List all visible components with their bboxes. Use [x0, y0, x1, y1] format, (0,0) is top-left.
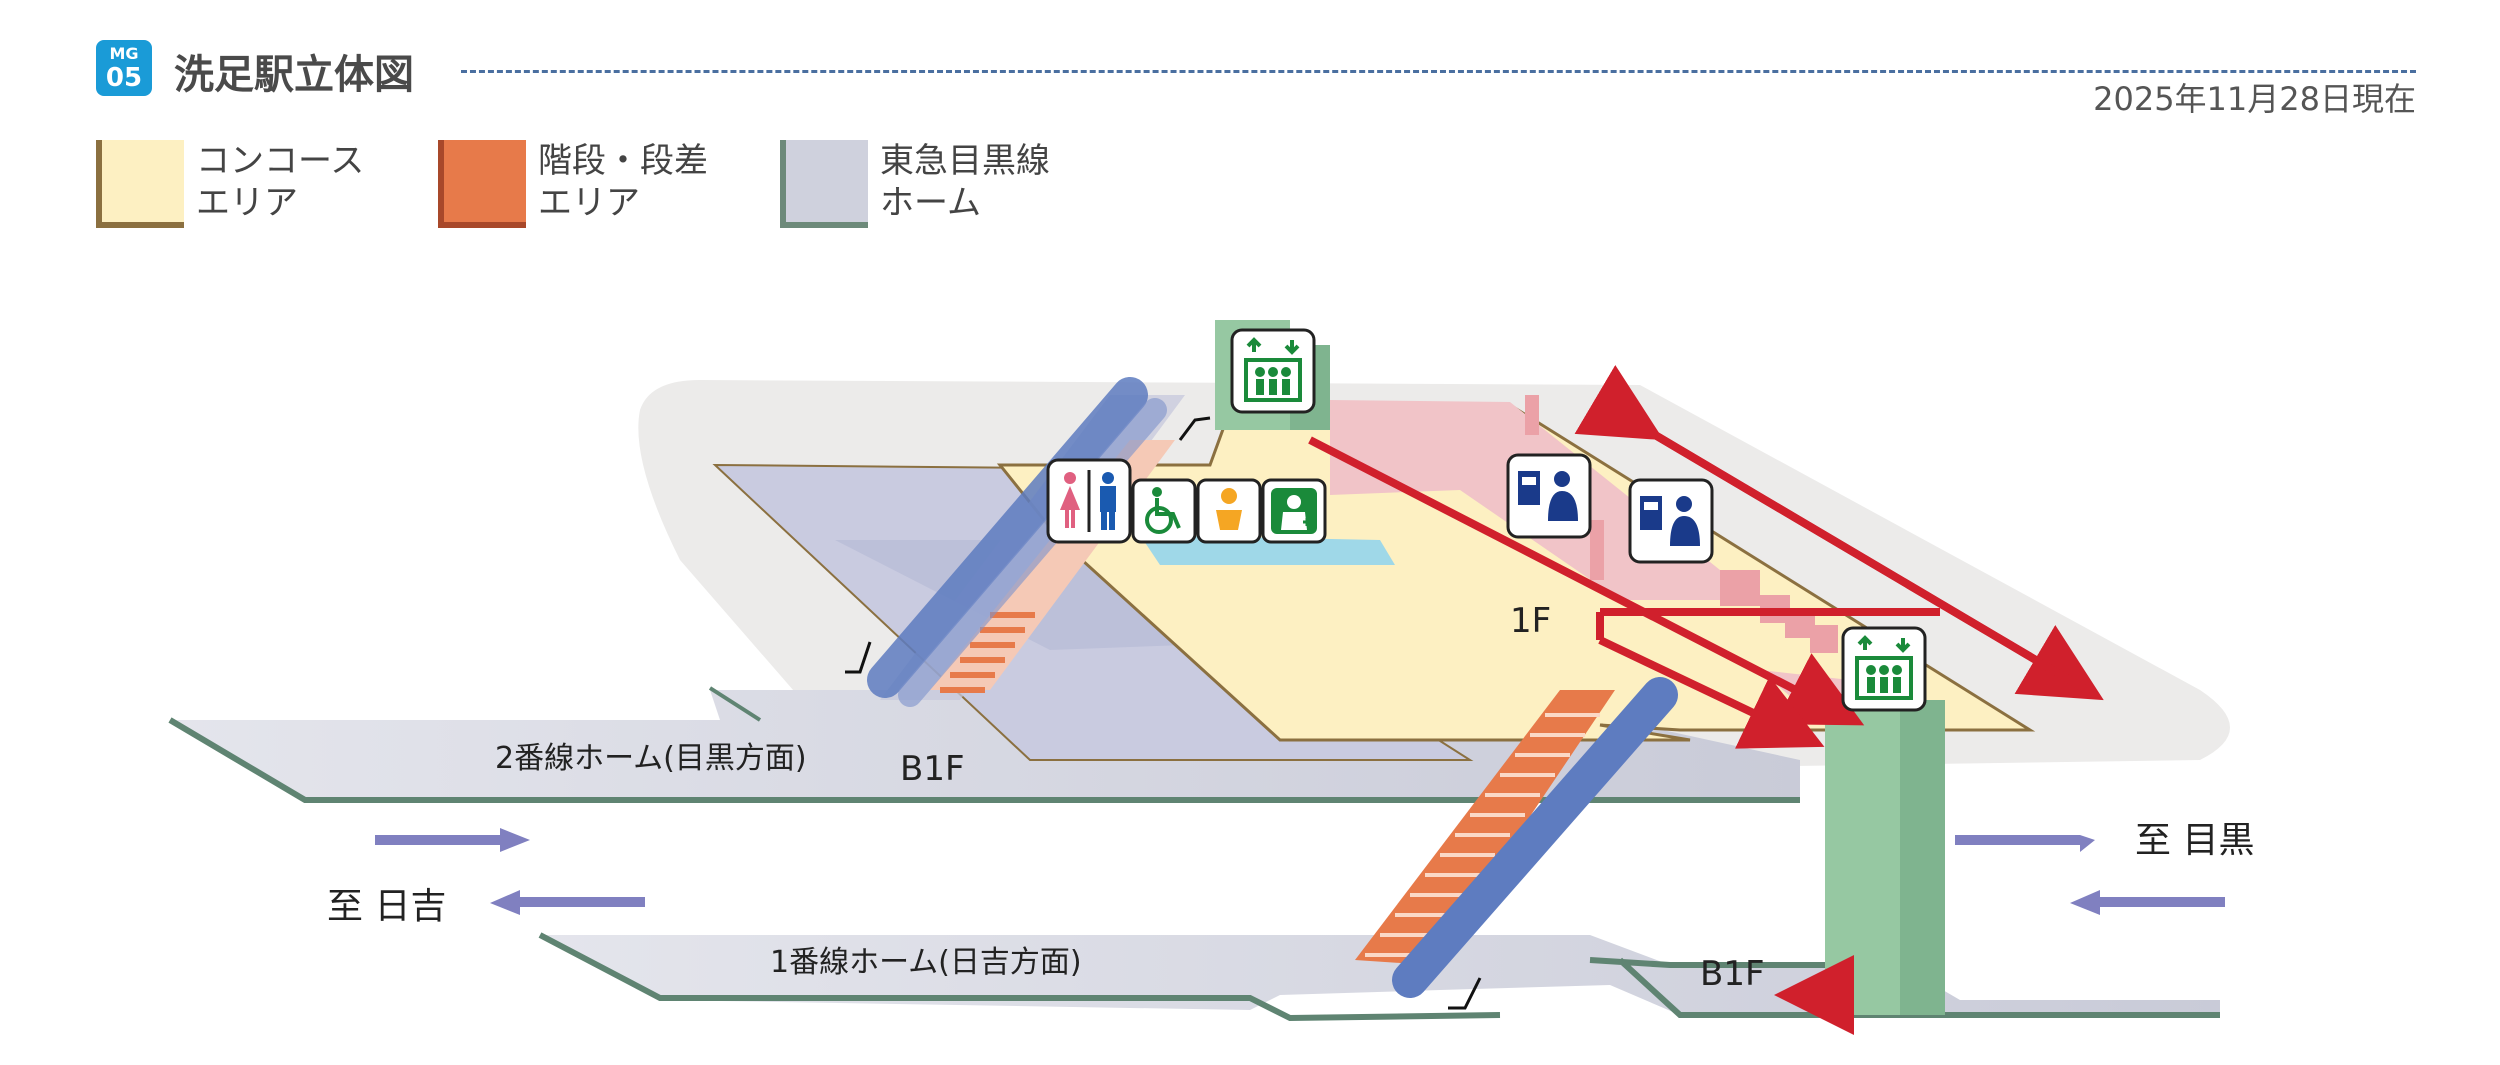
legend-concourse: コンコース エリア [96, 140, 426, 230]
floor-label-b1f-left: B1F [900, 749, 965, 789]
direction-label-meguro: 至 目黒 [2135, 820, 2254, 861]
legend-platform: 東急目黒線 ホーム [780, 140, 1110, 230]
legend-swatch-platform [780, 140, 868, 228]
restroom-icon [1046, 458, 1132, 544]
elevator-shaft-right [1825, 700, 1945, 1015]
ticket-office-icon-1 [1506, 453, 1592, 539]
title-divider [461, 70, 2416, 73]
platform-2-back-edge [708, 686, 762, 722]
wheelchair-icon [1131, 478, 1197, 544]
walking-routes [1308, 365, 2104, 1035]
elevator-icon-top [1230, 328, 1316, 414]
escalator-left-2 [898, 398, 1167, 707]
header: MG 05 洗足駅立体図 2025年11月28日現在 [96, 40, 2416, 118]
floor-label-1f: 1F [1510, 601, 1551, 641]
baby-care-icon [1196, 478, 1262, 544]
arrow-left-meguro-upper [1955, 835, 2095, 852]
station-number: 05 [105, 63, 143, 93]
platform-2-edge [168, 717, 1800, 803]
platform-1-label: 1番線ホーム(日吉方面) [770, 945, 1082, 980]
elevator-icon-right [1841, 626, 1927, 712]
multipurpose-toilet-icon [1261, 478, 1327, 544]
legend-label-platform: 東急目黒線 ホーム [880, 141, 1050, 223]
arrow-left-2 [2070, 890, 2225, 915]
direction-arrows [375, 828, 2225, 915]
escalator-main [1392, 677, 1678, 998]
escalator-left [867, 377, 1148, 698]
small-arrows [845, 416, 1482, 1010]
ticket-office-icon-2 [1628, 478, 1714, 564]
arrow-left-1 [490, 890, 645, 915]
legend-label-concourse: コンコース エリア [196, 141, 365, 223]
direction-label-hiyoshi: 至 日吉 [327, 886, 446, 927]
legend-label-stairs: 階段・段差 エリア [538, 141, 708, 223]
station-number-badge: MG 05 [96, 40, 152, 96]
stairs-main [1355, 690, 1615, 965]
legend-stairs: 階段・段差 エリア [438, 140, 768, 230]
page-title: 洗足駅立体図 [174, 52, 414, 98]
as-of-date: 2025年11月28日現在 [2093, 80, 2416, 118]
legend-swatch-concourse [96, 140, 184, 228]
floor-label-b1f-right: B1F [1700, 954, 1765, 994]
arrow-right-1 [375, 828, 530, 852]
line-code: MG [109, 44, 139, 63]
legend-swatch-stairs [438, 140, 526, 228]
platform-2-label: 2番線ホーム(目黒方面) [495, 741, 807, 776]
